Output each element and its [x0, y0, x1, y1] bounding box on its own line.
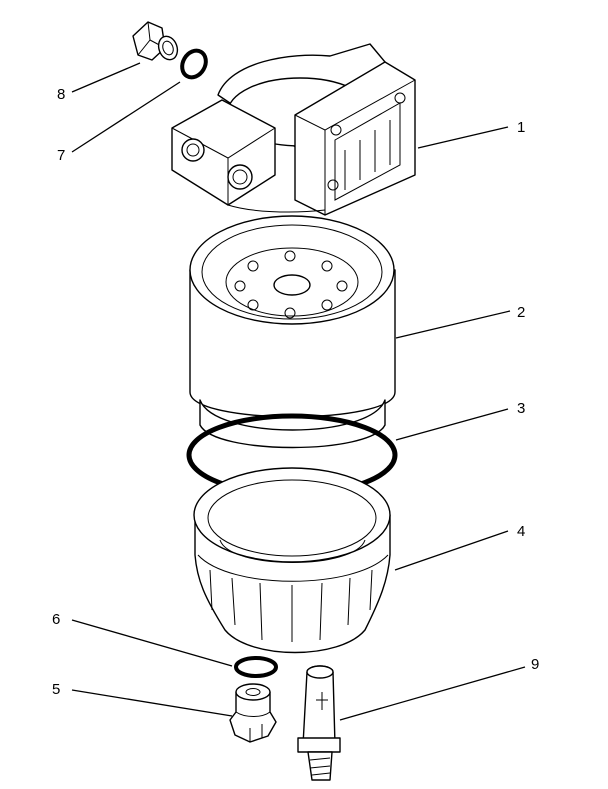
- fitting-plug-icon: [132, 21, 179, 61]
- leader-line-6: [71, 619, 233, 667]
- drain-valve-icon: [297, 665, 341, 781]
- callout-9: 9: [531, 656, 539, 673]
- callout-4: 4: [517, 523, 525, 540]
- leader-line-3: [395, 408, 509, 441]
- filter-element-icon: [189, 215, 396, 449]
- leader-lines: [71, 62, 526, 721]
- callout-3: 3: [517, 400, 525, 417]
- o-ring-small-icon: [234, 656, 278, 678]
- leader-line-7: [71, 81, 181, 153]
- leader-line-2: [395, 310, 511, 339]
- callout-5: 5: [52, 681, 60, 698]
- callout-2: 2: [517, 304, 525, 321]
- leader-line-8: [71, 62, 141, 93]
- drain-plug-icon: [229, 683, 277, 743]
- callout-6: 6: [52, 611, 60, 628]
- leader-line-4: [394, 530, 509, 571]
- leader-line-5: [71, 689, 233, 717]
- leader-line-1: [417, 126, 509, 149]
- callout-7: 7: [57, 147, 65, 164]
- filter-head-icon: [171, 43, 416, 216]
- callout-1: 1: [517, 119, 525, 136]
- o-ring-fitting-icon: [180, 48, 208, 80]
- bowl-icon: [193, 467, 391, 654]
- leader-line-9: [339, 666, 526, 721]
- callout-8: 8: [57, 86, 65, 103]
